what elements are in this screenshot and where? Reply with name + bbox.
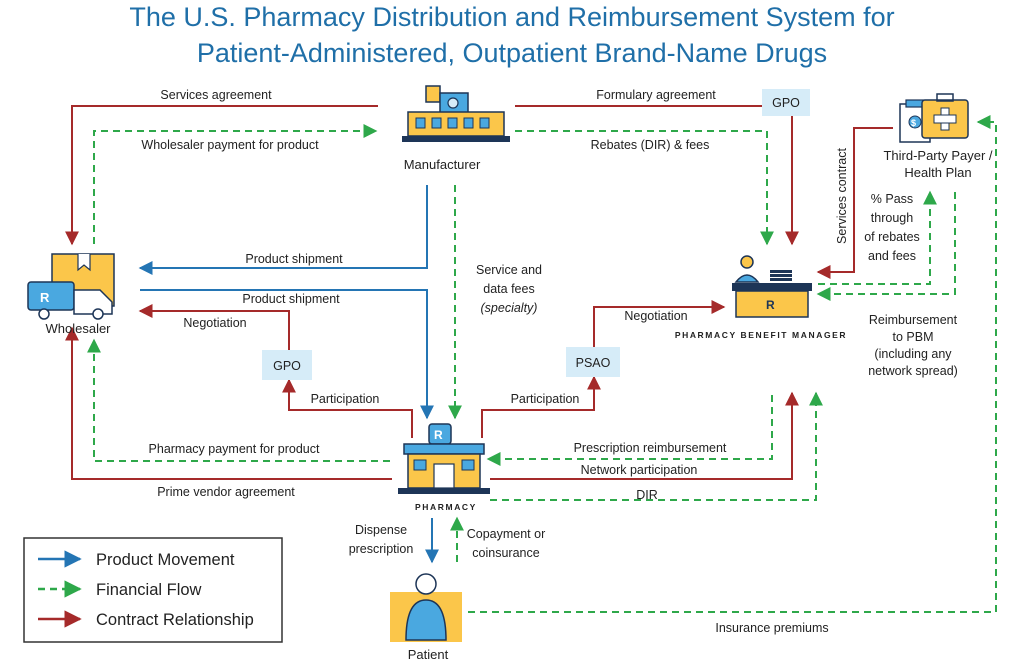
- label-service-fees-1: Service and: [476, 263, 542, 277]
- label-copay-2: coinsurance: [472, 546, 539, 560]
- pharmacy-label: PHARMACY: [415, 502, 477, 512]
- pbm-label: PHARMACY BENEFIT MANAGER: [675, 330, 847, 340]
- edge-product-shipment-2: [140, 289, 434, 420]
- gpo-top-box: GPO: [762, 89, 810, 116]
- label-pass-through-2: through: [871, 211, 913, 225]
- label-services-agreement: Services agreement: [160, 88, 272, 102]
- pharmacy-icon: R: [398, 423, 490, 494]
- edge-rebates-fees: [515, 130, 774, 246]
- label-reimb-pbm-4: network spread): [868, 364, 958, 378]
- edge-negotiation-right: [593, 300, 726, 348]
- label-dispense-1: Dispense: [355, 523, 407, 537]
- svg-text:GPO: GPO: [772, 96, 800, 110]
- edge-network-participation: [490, 391, 799, 480]
- label-service-fees-3: (specialty): [481, 301, 538, 315]
- legend-financial-label: Financial Flow: [96, 581, 202, 599]
- label-pass-through-4: and fees: [868, 249, 916, 263]
- svg-text:GPO: GPO: [273, 359, 301, 373]
- gpo-left-box: GPO: [262, 350, 312, 380]
- label-pharmacy-payment: Pharmacy payment for product: [149, 442, 320, 456]
- edge-reimbursement-to-pbm: [816, 192, 956, 301]
- edge-participation-left: [282, 378, 413, 438]
- label-negotiation-right: Negotiation: [624, 309, 687, 323]
- patient-icon: [390, 573, 462, 642]
- label-services-contract: Services contract: [835, 148, 849, 244]
- edge-pass-through: [818, 190, 937, 285]
- label-participation-right: Participation: [511, 392, 580, 406]
- label-insurance-premiums: Insurance premiums: [715, 621, 828, 635]
- label-dispense-2: prescription: [349, 542, 414, 556]
- edge-participation-right: [481, 375, 601, 438]
- label-copay-1: Copayment or: [467, 527, 546, 541]
- svg-text:R: R: [434, 428, 443, 442]
- edge-wholesaler-payment: [93, 124, 378, 244]
- edge-insurance-premiums: [468, 115, 997, 613]
- svg-text:R: R: [40, 290, 50, 305]
- manufacturer-label: Manufacturer: [404, 157, 481, 172]
- svg-text:R: R: [766, 298, 775, 312]
- pbm-desk-icon: R: [732, 255, 812, 318]
- legend: Product Movement Financial Flow Contract…: [23, 537, 283, 643]
- diagram-title-line-2: Patient-Administered, Outpatient Brand-N…: [196, 38, 828, 68]
- label-negotiation-left: Negotiation: [183, 316, 246, 330]
- edge-prescription-reimbursement: [486, 395, 773, 466]
- patient-label: Patient: [408, 647, 449, 662]
- edge-services-contract: [816, 127, 893, 279]
- label-network-participation: Network participation: [581, 463, 698, 477]
- payer-label-line-1: Third-Party Payer /: [883, 148, 992, 163]
- label-prime-vendor: Prime vendor agreement: [157, 485, 295, 499]
- svg-text:$: $: [911, 118, 916, 128]
- wholesaler-label: Wholesaler: [45, 321, 111, 336]
- label-wholesaler-payment: Wholesaler payment for product: [141, 138, 319, 152]
- payer-icon: $: [899, 93, 969, 143]
- edge-pharmacy-payment: [87, 338, 390, 462]
- wholesaler-truck-icon: R: [27, 253, 115, 320]
- manufacturer-icon: [402, 85, 510, 142]
- label-product-shipment-2: Product shipment: [242, 292, 340, 306]
- legend-contract-label: Contract Relationship: [96, 611, 254, 629]
- label-rebates-fees: Rebates (DIR) & fees: [591, 138, 710, 152]
- label-reimb-pbm-3: (including any: [874, 347, 952, 361]
- label-reimb-pbm-2: to PBM: [893, 330, 934, 344]
- label-formulary-agreement: Formulary agreement: [596, 88, 716, 102]
- label-participation-left: Participation: [311, 392, 380, 406]
- label-pass-through-3: of rebates: [864, 230, 920, 244]
- label-pass-through-1: % Pass: [871, 192, 913, 206]
- edge-prime-vendor-agreement: [65, 326, 392, 480]
- label-product-shipment-1: Product shipment: [245, 252, 343, 266]
- edge-dir: [490, 391, 823, 501]
- label-service-fees-2: data fees: [483, 282, 534, 296]
- edge-services-agreement: [65, 105, 378, 246]
- edge-product-shipment-1: [138, 185, 428, 275]
- payer-label-line-2: Health Plan: [904, 165, 971, 180]
- legend-product-label: Product Movement: [96, 551, 235, 569]
- label-reimb-pbm-1: Reimbursement: [869, 313, 958, 327]
- diagram-title-line-1: The U.S. Pharmacy Distribution and Reimb…: [129, 2, 895, 32]
- psao-box: PSAO: [566, 347, 620, 377]
- label-prescription-reimbursement: Prescription reimbursement: [574, 441, 727, 455]
- svg-text:PSAO: PSAO: [576, 356, 611, 370]
- label-dir: DIR: [636, 488, 658, 502]
- edge-negotiation-left: [138, 304, 290, 350]
